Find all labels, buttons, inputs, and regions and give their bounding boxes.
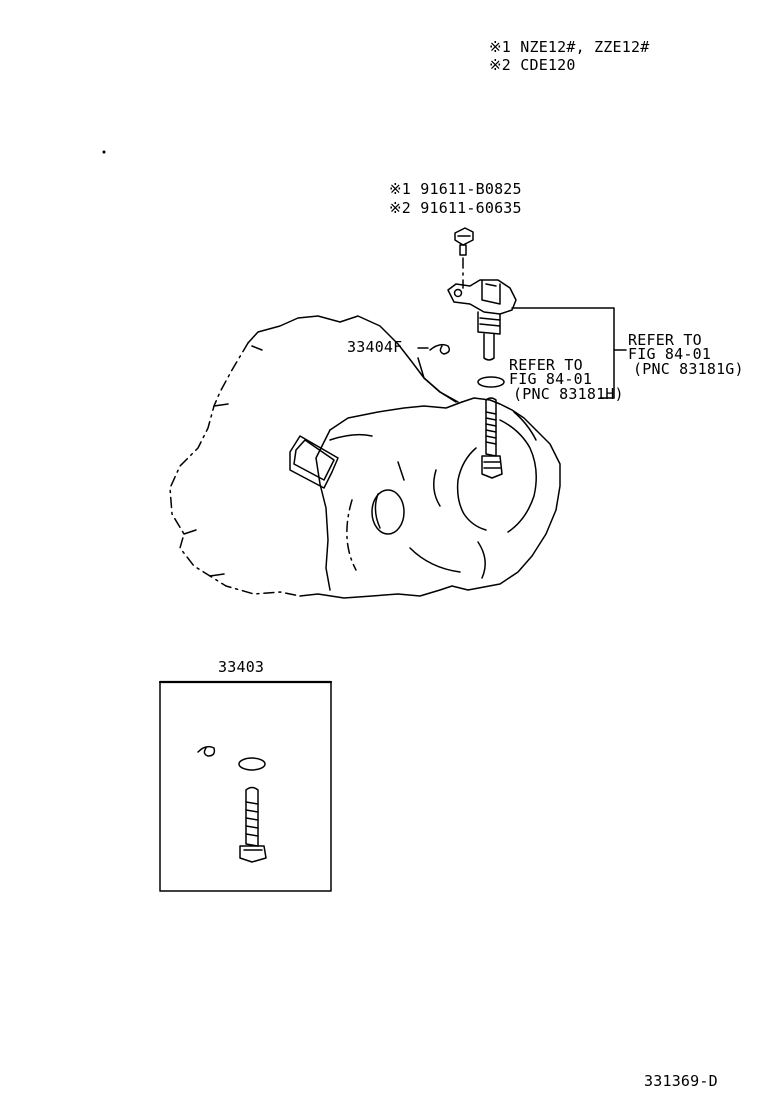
refer-sensor-line-1: REFER TO xyxy=(628,331,702,349)
stray-dot xyxy=(102,150,106,154)
bolt-mark-2: ※2 xyxy=(389,199,411,217)
refer-oring-pnc: (PNC 83181H) xyxy=(513,385,624,403)
driven-gear xyxy=(481,397,503,479)
kit-box xyxy=(158,680,333,892)
refer-sensor-line-2: FIG 84-01 xyxy=(628,345,712,363)
clip xyxy=(417,343,451,355)
leader-lines xyxy=(417,307,627,403)
bolt-part-number-2: 91611-60635 xyxy=(420,199,522,217)
figure-id: 331369-D xyxy=(644,1072,718,1090)
speed-sensor xyxy=(447,279,517,361)
bolt-part-row-2: ※2 91611-60635 xyxy=(389,199,522,217)
applicability-row-2: ※2 CDE120 xyxy=(489,56,576,74)
kit-part-number: 33403 xyxy=(218,658,265,676)
bolt-part-number-1: 91611-B0825 xyxy=(420,180,522,198)
bolt-mark-1: ※1 xyxy=(389,180,411,198)
applicability-models-2: CDE120 xyxy=(520,56,576,74)
clip-part-number: 33404F xyxy=(347,338,403,356)
applicability-models-1: NZE12#, ZZE12# xyxy=(520,38,650,56)
transaxle-housing xyxy=(169,315,561,599)
o-ring xyxy=(477,376,505,388)
refer-sensor-pnc: (PNC 83181G) xyxy=(633,360,744,378)
bolt xyxy=(454,227,474,289)
applicability-row-1: ※1 NZE12#, ZZE12# xyxy=(489,38,649,56)
mark-2: ※2 xyxy=(489,56,511,74)
refer-oring-line-2: FIG 84-01 xyxy=(509,370,593,388)
refer-oring-line-1: REFER TO xyxy=(509,356,583,374)
bolt-part-row-1: ※1 91611-B0825 xyxy=(389,180,522,198)
mark-1: ※1 xyxy=(489,38,511,56)
